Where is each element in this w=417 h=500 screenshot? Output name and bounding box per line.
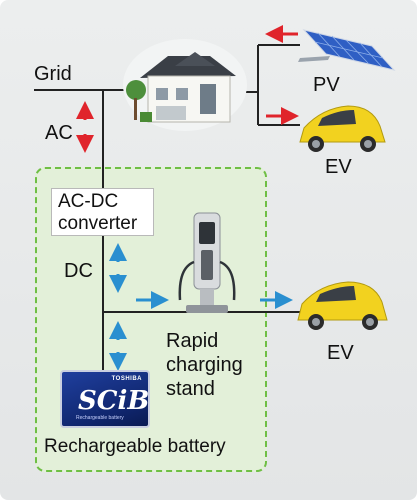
stand-label: Rapid charging stand [166, 329, 243, 401]
ac-dc-converter-box: AC-DC converter [51, 188, 154, 236]
battery-icon: TOSHIBA SCiB Rechargeable battery [60, 370, 150, 428]
grid-label: Grid [34, 63, 72, 85]
dc-label: DC [64, 260, 93, 282]
battery-brand: TOSHIBA [111, 376, 142, 382]
converter-line1: AC-DC [58, 191, 119, 212]
battery-sub: Rechargeable battery [76, 415, 124, 421]
stand-line2: charging [166, 354, 243, 376]
stand-line3: stand [166, 378, 215, 400]
pv-label: PV [313, 74, 340, 96]
battery-caption: Rechargeable battery [44, 436, 226, 457]
stand-line1: Rapid [166, 330, 219, 352]
converter-line2: converter [58, 213, 138, 234]
ev-bottom-label: EV [327, 342, 354, 364]
ev-top-label: EV [325, 156, 352, 178]
battery-logo: SCiB [78, 386, 150, 416]
ac-label: AC [45, 122, 73, 144]
